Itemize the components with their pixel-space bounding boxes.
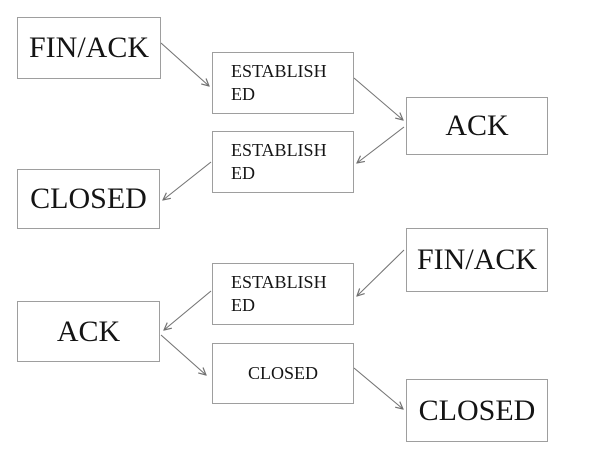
node-established-middle: ESTABLISHED [212, 131, 354, 193]
edge-established1-to-ack1 [353, 77, 403, 120]
node-label: ESTABLISHED [231, 61, 327, 104]
node-label: CLOSED [418, 393, 536, 427]
node-label: ESTABLISHED [231, 272, 327, 315]
node-label: ACK [56, 314, 121, 348]
node-fin-ack-lower-right: FIN/ACK [406, 228, 548, 292]
node-label: FIN/ACK [416, 243, 537, 276]
node-established-lower: ESTABLISHED [212, 263, 354, 325]
node-ack-upper-right: ACK [406, 97, 548, 155]
node-fin-ack-top-left: FIN/ACK [17, 17, 161, 79]
node-ack-lower-left: ACK [17, 301, 160, 362]
edge-ack2-to-closed2 [160, 334, 206, 375]
edge-finack1-to-established1 [160, 42, 209, 86]
node-label: ACK [445, 109, 509, 142]
node-label: CLOSED [30, 182, 147, 215]
edge-established3-to-ack2 [164, 290, 212, 330]
node-label: FIN/ACK [28, 31, 149, 64]
edge-ack1-to-established2 [357, 126, 405, 163]
node-closed-middle: CLOSED [212, 343, 354, 404]
edge-closed2-to-closed3 [353, 367, 403, 409]
edge-established2-to-closed1 [163, 161, 212, 200]
node-closed-left: CLOSED [17, 169, 160, 229]
edge-finack2-to-established3 [357, 249, 405, 296]
node-closed-bottom-right: CLOSED [406, 379, 548, 442]
node-label: ESTABLISHED [231, 140, 327, 183]
node-established-upper: ESTABLISHED [212, 52, 354, 114]
node-label: CLOSED [247, 363, 318, 383]
